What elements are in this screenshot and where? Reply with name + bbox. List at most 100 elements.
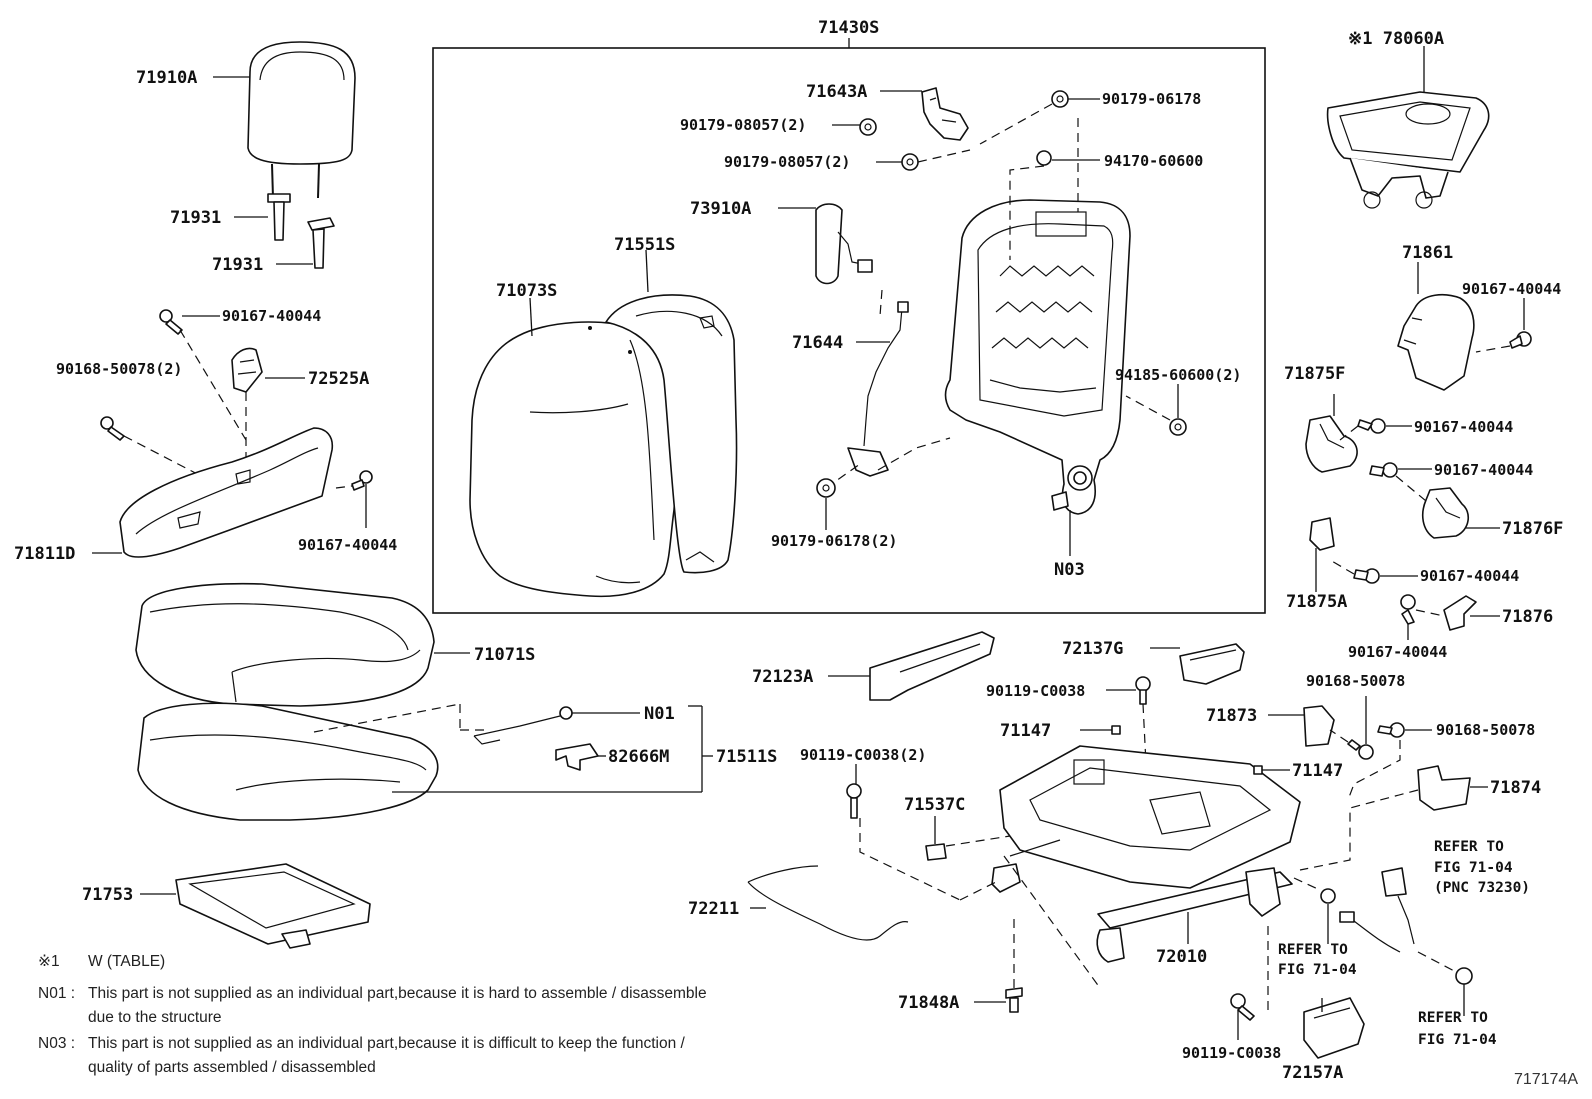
nut-90179-06178-lower[interactable] xyxy=(816,478,836,498)
wire-72211-drawing[interactable] xyxy=(747,865,909,941)
label-90168-50078-right[interactable]: 90168-50078 xyxy=(1436,721,1535,739)
nut-90179-08057-b[interactable] xyxy=(901,153,919,171)
seat-adjuster-frame-drawing[interactable] xyxy=(991,745,1301,963)
label-71931-upper[interactable]: 71931 xyxy=(170,208,221,228)
harness-71644-drawing[interactable] xyxy=(847,301,909,477)
label-71875F[interactable]: 71875F xyxy=(1284,364,1345,384)
label-72137G[interactable]: 72137G xyxy=(1062,639,1123,659)
label-71931-lower[interactable]: 71931 xyxy=(212,255,263,275)
cover-72157A-drawing[interactable] xyxy=(1303,997,1365,1059)
label-72123A[interactable]: 72123A xyxy=(752,667,813,687)
bracket-71873-drawing[interactable] xyxy=(1303,705,1335,747)
bolt-90167-40044-71876F[interactable] xyxy=(1369,462,1398,478)
bolt-90167-40044-71861[interactable] xyxy=(1509,331,1532,349)
reference-note-1[interactable]: REFER TO FIG 71-04 (PNC 73230) xyxy=(1434,839,1530,896)
label-71848A[interactable]: 71848A xyxy=(898,993,959,1013)
label-78060A[interactable]: ※1 78060A xyxy=(1348,29,1444,49)
reference-note-2[interactable]: REFER TO FIG 71-04 xyxy=(1278,942,1357,978)
label-90167-40044-71876[interactable]: 90167-40044 xyxy=(1348,643,1447,661)
cap-71537C-drawing[interactable] xyxy=(925,843,947,861)
label-94170-60600[interactable]: 94170-60600 xyxy=(1104,152,1203,170)
bolt-90119-C0038-left[interactable] xyxy=(846,783,862,819)
seatback-frame-drawing[interactable] xyxy=(944,199,1131,515)
label-71876[interactable]: 71876 xyxy=(1502,607,1553,627)
label-72157A[interactable]: 72157A xyxy=(1282,1063,1343,1083)
label-72525A[interactable]: 72525A xyxy=(308,369,369,389)
headrest-guide-lower[interactable] xyxy=(307,217,335,269)
label-73910A[interactable]: 73910A xyxy=(690,199,751,219)
seatback-table-78060A-drawing[interactable] xyxy=(1326,91,1490,209)
cover-72137G-drawing[interactable] xyxy=(1179,643,1245,685)
label-71511S[interactable]: 71511S xyxy=(716,747,777,767)
label-71073S[interactable]: 71073S xyxy=(496,281,557,301)
clip-71147-b[interactable] xyxy=(1253,765,1263,775)
bolt-71848A-drawing[interactable] xyxy=(1005,987,1023,1013)
nut-90179-08057-a[interactable] xyxy=(859,118,877,136)
label-90119-C0038-lower[interactable]: 90119-C0038 xyxy=(1182,1044,1281,1062)
label-N01[interactable]: N01 xyxy=(644,704,675,724)
label-71644[interactable]: 71644 xyxy=(792,333,843,353)
screw-90168-50078-71873[interactable] xyxy=(1347,739,1374,760)
bolt-90167-40044-side[interactable] xyxy=(351,470,373,491)
label-71753[interactable]: 71753 xyxy=(82,885,133,905)
label-90179-08057-b[interactable]: 90179-08057(2) xyxy=(724,153,850,171)
bolt-90119-C0038-top[interactable] xyxy=(1135,676,1151,705)
label-71147-b[interactable]: 71147 xyxy=(1292,761,1343,781)
cover-72525A-drawing[interactable] xyxy=(231,347,263,393)
cover-71875F-drawing[interactable] xyxy=(1305,415,1358,473)
bolt-90167-40044-left[interactable] xyxy=(159,309,183,335)
label-71811D[interactable]: 71811D xyxy=(14,544,75,564)
cover-71876F-drawing[interactable] xyxy=(1421,487,1469,539)
seat-cushion-cover-drawing[interactable] xyxy=(135,582,435,707)
seatback-pad-71551S-drawing[interactable] xyxy=(605,294,738,574)
label-90168-50078-left[interactable]: 90168-50078(2) xyxy=(56,360,182,378)
clip-buckle[interactable] xyxy=(1320,888,1336,904)
label-90167-40044-side[interactable]: 90167-40044 xyxy=(298,536,397,554)
bracket-71875A-drawing[interactable] xyxy=(1309,517,1335,551)
bolt-90119-C0038-lower[interactable] xyxy=(1230,993,1255,1021)
bolt-90167-40044-71875A[interactable] xyxy=(1353,568,1380,584)
label-90167-40044-71875F[interactable]: 90167-40044 xyxy=(1414,418,1513,436)
label-72010[interactable]: 72010 xyxy=(1156,947,1207,967)
label-90119-C0038-left[interactable]: 90119-C0038(2) xyxy=(800,746,926,764)
seat-tray-71753-drawing[interactable] xyxy=(175,863,371,949)
bracket-71876-drawing[interactable] xyxy=(1443,595,1477,631)
label-N03[interactable]: N03 xyxy=(1054,560,1085,580)
label-90168-50078-71873[interactable]: 90168-50078 xyxy=(1306,672,1405,690)
label-71643A[interactable]: 71643A xyxy=(806,82,867,102)
label-90179-06178-lower[interactable]: 90179-06178(2) xyxy=(771,532,897,550)
screw-90168-50078-left[interactable] xyxy=(100,416,125,441)
bracket-71643A-drawing[interactable] xyxy=(921,87,969,141)
nut-buckle[interactable] xyxy=(1455,967,1473,985)
nut-94185-60600[interactable] xyxy=(1169,418,1187,436)
bolt-90167-40044-71875F[interactable] xyxy=(1357,418,1386,434)
headrest-guide-upper[interactable] xyxy=(267,193,291,241)
label-90167-40044-71861[interactable]: 90167-40044 xyxy=(1462,280,1561,298)
label-90167-40044-71875A[interactable]: 90167-40044 xyxy=(1420,567,1519,585)
label-71147-a[interactable]: 71147 xyxy=(1000,721,1051,741)
nut-94170-60600[interactable] xyxy=(1036,150,1052,166)
label-71071S[interactable]: 71071S xyxy=(474,645,535,665)
cover-72123A-drawing[interactable] xyxy=(869,631,995,701)
hook-82666M-drawing[interactable] xyxy=(555,743,599,771)
label-90119-C0038-top[interactable]: 90119-C0038 xyxy=(986,682,1085,700)
label-71873[interactable]: 71873 xyxy=(1206,706,1257,726)
label-71430S[interactable]: 71430S xyxy=(818,18,879,38)
label-71861[interactable]: 71861 xyxy=(1402,243,1453,263)
label-82666M[interactable]: 82666M xyxy=(608,747,669,767)
label-71875A[interactable]: 71875A xyxy=(1286,592,1347,612)
label-94185-60600[interactable]: 94185-60600(2) xyxy=(1115,366,1241,384)
label-90167-40044-71876F[interactable]: 90167-40044 xyxy=(1434,461,1533,479)
nut-90179-06178-top[interactable] xyxy=(1051,90,1069,108)
label-71874[interactable]: 71874 xyxy=(1490,778,1541,798)
reference-note-3[interactable]: REFER TO FIG 71-04 xyxy=(1418,1010,1497,1048)
side-airbag-73910A-drawing[interactable] xyxy=(815,203,873,285)
label-71910A[interactable]: 71910A xyxy=(136,68,197,88)
label-71876F[interactable]: 71876F xyxy=(1502,519,1563,539)
label-90179-06178-top[interactable]: 90179-06178 xyxy=(1102,90,1201,108)
headrest-drawing[interactable] xyxy=(247,41,356,199)
label-90167-40044-left[interactable]: 90167-40044 xyxy=(222,307,321,325)
cushion-wire-N01-drawing[interactable] xyxy=(473,706,573,745)
seatback-cover-71073S-drawing[interactable] xyxy=(469,321,682,598)
label-71537C[interactable]: 71537C xyxy=(904,795,965,815)
